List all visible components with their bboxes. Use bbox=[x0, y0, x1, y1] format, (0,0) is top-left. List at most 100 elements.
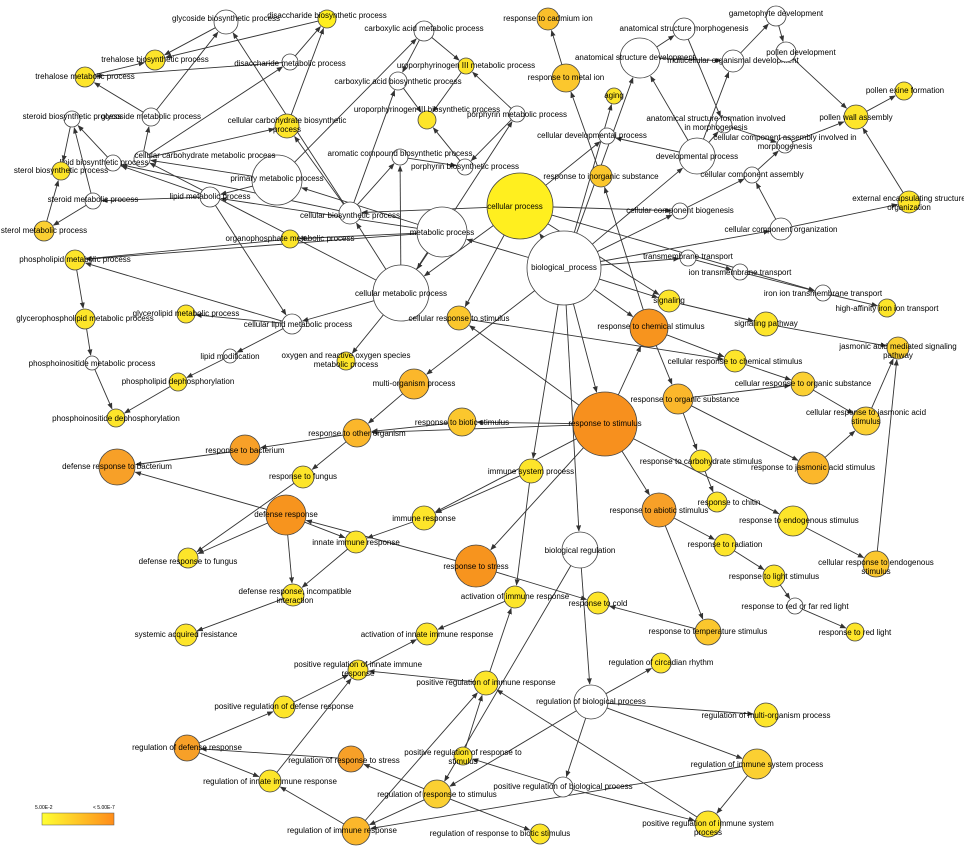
node-circle-iron-ion-transmembrane-transport[interactable] bbox=[814, 284, 832, 302]
node-glycerophospholipid-metabolic-process[interactable]: glycerophospholipid metabolic process bbox=[16, 308, 154, 330]
node-circle-response-to-metal-ion[interactable] bbox=[551, 63, 581, 93]
node-circle-response-to-red-light[interactable] bbox=[845, 622, 865, 642]
node-circle-glycoside-metabolic-process[interactable] bbox=[141, 107, 161, 127]
node-circle-defense-response-incompatible-interaction[interactable] bbox=[281, 583, 305, 607]
node-response-to-abiotic-stimulus[interactable]: response to abiotic stimulus bbox=[610, 492, 709, 528]
node-circle-sterol-biosynthetic-process[interactable] bbox=[51, 161, 71, 181]
node-circle-trehalose-biosynthetic-process[interactable] bbox=[144, 49, 166, 71]
node-disaccharide-metabolic-process[interactable]: disaccharide metabolic process bbox=[234, 53, 346, 71]
node-pollen-exine-formation[interactable]: pollen exine formation bbox=[866, 81, 944, 101]
node-response-to-metal-ion[interactable]: response to metal ion bbox=[528, 63, 605, 93]
node-phospholipid-metabolic-process[interactable]: phospholipid metabolic process bbox=[19, 249, 131, 271]
node-circle-developmental-process[interactable] bbox=[678, 137, 716, 175]
node-response-to-other-organism[interactable]: response to other organism bbox=[308, 418, 406, 448]
node-circle-carboxylic-acid-metabolic-process[interactable] bbox=[413, 20, 435, 42]
node-glycerolipid-metabolic-process[interactable]: glycerolipid metabolic process bbox=[133, 304, 240, 324]
node-response-to-radiation[interactable]: response to radiation bbox=[688, 533, 763, 557]
node-porphyrin-biosynthetic-process[interactable]: porphyrin biosynthetic process bbox=[411, 158, 519, 176]
node-circle-disaccharide-metabolic-process[interactable] bbox=[281, 53, 299, 71]
node-circle-cellular-response-to-organic-substance[interactable] bbox=[790, 371, 816, 397]
node-circle-cellular-response-to-stimulus[interactable] bbox=[446, 305, 472, 331]
node-circle-response-to-stimulus[interactable] bbox=[572, 391, 638, 457]
node-high-affinity-iron-ion-transport[interactable]: high-affinity iron ion transport bbox=[835, 298, 939, 318]
node-circle-glycerolipid-metabolic-process[interactable] bbox=[176, 304, 196, 324]
node-circle-cellular-metabolic-process[interactable] bbox=[372, 264, 430, 322]
node-circle-regulation-of-defense-response[interactable] bbox=[173, 734, 201, 762]
node-lipid-metabolic-process[interactable]: lipid metabolic process bbox=[170, 186, 251, 208]
node-circle-response-to-cadmium-ion[interactable] bbox=[536, 7, 560, 31]
node-circle-positive-regulation-of-immune-system-process[interactable] bbox=[694, 810, 722, 838]
node-circle-trehalose-metabolic-process[interactable] bbox=[74, 66, 96, 88]
node-aromatic-compound-biosynthetic-process[interactable]: aromatic compound biosynthetic process bbox=[328, 148, 473, 166]
node-regulation-of-immune-system-process[interactable]: regulation of immune system process bbox=[691, 748, 824, 780]
node-circle-high-affinity-iron-ion-transport[interactable] bbox=[877, 298, 897, 318]
node-response-to-cadmium-ion[interactable]: response to cadmium ion bbox=[503, 7, 593, 31]
node-circle-multi-organism-process[interactable] bbox=[398, 368, 430, 400]
node-circle-anatomical-structure-formation-involved-in-morphogenesis[interactable] bbox=[715, 116, 733, 134]
node-cellular-response-to-organic-substance[interactable]: cellular response to organic substance bbox=[735, 371, 872, 397]
node-circle-oxygen-and-reactive-oxygen-species-metabolic-process[interactable] bbox=[336, 351, 356, 371]
node-circle-lipid-metabolic-process[interactable] bbox=[199, 186, 221, 208]
node-circle-porphyrin-metabolic-process[interactable] bbox=[508, 105, 526, 123]
node-circle-response-to-biotic-stimulus[interactable] bbox=[447, 407, 477, 437]
node-circle-response-to-red-or-far-red-light[interactable] bbox=[786, 597, 804, 615]
node-response-to-biotic-stimulus[interactable]: response to biotic stimulus bbox=[415, 407, 509, 437]
node-steroid-metabolic-process[interactable]: steroid metabolic process bbox=[48, 192, 139, 210]
node-circle-phosphoinositide-metabolic-process[interactable] bbox=[84, 355, 100, 371]
node-cellular-response-to-chemical-stimulus[interactable]: cellular response to chemical stimulus bbox=[668, 349, 803, 373]
node-circle-response-to-stress[interactable] bbox=[454, 544, 498, 588]
node-aging[interactable]: aging bbox=[604, 87, 624, 105]
node-carboxylic-acid-metabolic-process[interactable]: carboxylic acid metabolic process bbox=[364, 20, 484, 42]
node-regulation-of-immune-response[interactable]: regulation of immune response bbox=[287, 816, 397, 846]
node-circle-cellular-component-assembly-involved-in-morphogenesis[interactable] bbox=[776, 136, 794, 154]
node-glycoside-metabolic-process[interactable]: glycoside metabolic process bbox=[101, 107, 201, 127]
node-circle-positive-regulation-of-response-to-stimulus[interactable] bbox=[453, 746, 473, 766]
node-circle-regulation-of-response-to-stress[interactable] bbox=[337, 745, 365, 773]
node-glycoside-biosynthetic-process[interactable]: glycoside biosynthetic process bbox=[172, 9, 280, 35]
node-circle-steroid-metabolic-process[interactable] bbox=[84, 192, 102, 210]
node-circle-positive-regulation-of-defense-response[interactable] bbox=[272, 695, 296, 719]
node-circle-regulation-of-response-to-stimulus[interactable] bbox=[422, 779, 452, 809]
node-regulation-of-innate-immune-response[interactable]: regulation of innate immune response bbox=[203, 769, 337, 793]
node-signaling[interactable]: signaling bbox=[653, 289, 685, 313]
node-circle-porphyrin-biosynthetic-process[interactable] bbox=[456, 158, 474, 176]
node-phospholipid-dephosphorylation[interactable]: phospholipid dephosphorylation bbox=[122, 372, 235, 392]
node-pollen-development[interactable]: pollen development bbox=[766, 41, 836, 63]
node-circle-transmembrane-transport[interactable] bbox=[679, 249, 697, 267]
node-metabolic-process[interactable]: metabolic process bbox=[410, 206, 474, 258]
node-circle-defense-response-to-bacterium[interactable] bbox=[98, 448, 136, 486]
node-cellular-developmental-process[interactable]: cellular developmental process bbox=[537, 127, 647, 145]
node-porphyrin-metabolic-process[interactable]: porphyrin metabolic process bbox=[467, 105, 567, 123]
node-circle-immune-response[interactable] bbox=[411, 505, 437, 531]
node-circle-biological-process[interactable] bbox=[526, 230, 602, 306]
node-response-to-jasmonic-acid-stimulus[interactable]: response to jasmonic acid stimulus bbox=[751, 451, 875, 485]
node-circle-response-to-endogenous-stimulus[interactable] bbox=[777, 505, 809, 537]
node-circle-external-encapsulating-structure-organization[interactable] bbox=[897, 190, 921, 214]
node-circle-activation-of-immune-response[interactable] bbox=[503, 585, 527, 609]
node-circle-response-to-abiotic-stimulus[interactable] bbox=[641, 492, 677, 528]
node-positive-regulation-of-immune-response[interactable]: positive regulation of immune response bbox=[416, 670, 556, 696]
node-circle-cellular-component-biogenesis[interactable] bbox=[671, 202, 689, 220]
node-circle-cellular-response-to-jasmonic-acid-stimulus[interactable] bbox=[851, 406, 881, 436]
node-cellular-metabolic-process[interactable]: cellular metabolic process bbox=[355, 264, 447, 322]
node-carboxylic-acid-biosynthetic-process[interactable]: carboxylic acid biosynthetic process bbox=[334, 71, 462, 91]
node-circle-metabolic-process[interactable] bbox=[416, 206, 468, 258]
node-circle-response-to-chitin[interactable] bbox=[706, 491, 728, 513]
node-circle-response-to-inorganic-substance[interactable] bbox=[589, 164, 613, 188]
node-circle-signaling-pathway[interactable] bbox=[753, 311, 779, 337]
node-response-to-chemical-stimulus[interactable]: response to chemical stimulus bbox=[597, 308, 705, 348]
node-sterol-metabolic-process[interactable]: sterol metabolic process bbox=[1, 220, 87, 242]
node-circle-regulation-of-innate-immune-response[interactable] bbox=[258, 769, 282, 793]
node-gametophyte-development[interactable]: gametophyte development bbox=[729, 5, 824, 27]
node-circle-cellular-biosynthetic-process[interactable] bbox=[338, 201, 362, 225]
node-circle-response-to-organic-substance[interactable] bbox=[662, 383, 694, 415]
node-circle-aromatic-compound-biosynthetic-process[interactable] bbox=[391, 148, 409, 166]
node-anatomical-structure-development[interactable]: anatomical structure development bbox=[575, 37, 696, 79]
node-biological-process[interactable]: biological_process bbox=[526, 230, 602, 306]
